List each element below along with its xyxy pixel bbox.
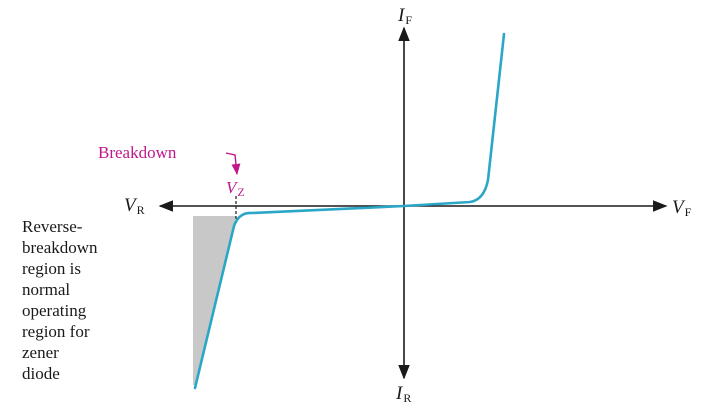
note-line: Reverse-: [22, 217, 83, 236]
vr-axis-label: VR: [124, 195, 145, 217]
if-axis-label: IF: [398, 5, 413, 27]
breakdown-pointer-arrow: [225, 152, 241, 176]
note-line: zener: [22, 343, 59, 362]
ir-axis-label: IR: [396, 383, 412, 405]
note-line: operating: [22, 301, 87, 320]
vz-label: VZ: [226, 178, 245, 199]
note-line: breakdown: [22, 238, 98, 257]
note-line: region is: [22, 259, 82, 278]
iv-characteristic-curve: [193, 32, 506, 390]
reverse-breakdown-note: Reverse- breakdown region is normal oper…: [22, 216, 172, 384]
note-line: normal: [22, 280, 71, 299]
vf-axis-label: VF: [672, 197, 692, 219]
breakdown-label: Breakdown: [98, 143, 177, 162]
note-line: region for: [22, 322, 90, 341]
note-line: diode: [22, 364, 60, 383]
